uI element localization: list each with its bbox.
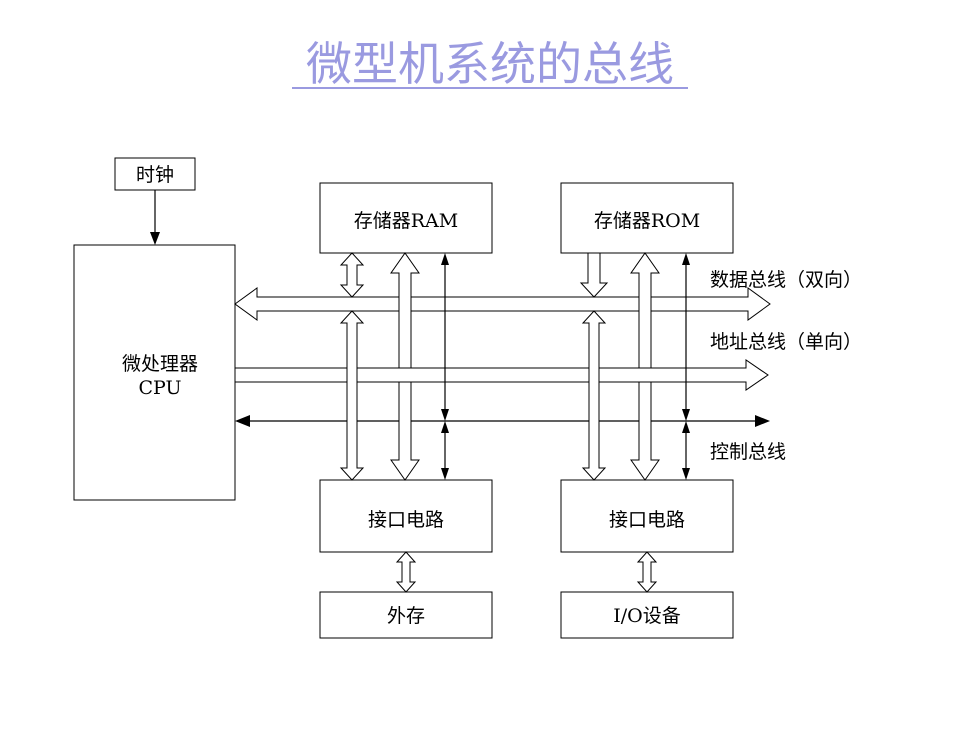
interface-right-control-bottom-arrowhead [682,468,690,480]
cpu-label-line2: CPU [138,377,181,399]
title-group: 微型机系统的总线 [292,37,688,91]
ram-data-connector [339,252,365,298]
clock-to-cpu-arrowhead [150,232,160,245]
interface-left-control-bottom-arrowhead [441,468,449,480]
ram-box [319,182,493,254]
interface-to-external-storage-connector [395,551,417,593]
rom-label: 存储器ROM [594,210,700,232]
rom-data-connector [579,252,609,298]
interface-to-io-device-connector [636,551,658,593]
address-bus-label: 地址总线（单向） [710,331,862,353]
interface-right-data-connector [581,310,607,481]
rom-control-top-arrowhead [682,253,690,265]
interface-left-control-top-arrowhead [441,421,449,433]
ram-control-top-arrowhead [441,253,449,265]
control-bus-right-arrowhead [755,415,770,427]
interface-right-box [560,479,734,553]
cpu-box [73,244,236,501]
data-bus-label: 数据总线（双向） [710,269,862,291]
address-bus-arrow [234,359,769,391]
rom-box [560,182,734,254]
io-device-box [560,591,734,639]
external-storage-label: 外存 [387,605,425,627]
control-bus-left-arrowhead [235,415,250,427]
interface-left-label: 接口电路 [368,509,444,531]
data-bus-arrow [234,287,771,321]
rom-address-connector [630,252,660,369]
interface-left-data-connector [339,310,365,481]
interface-right-label: 接口电路 [609,509,685,531]
ram-label: 存储器RAM [354,210,458,232]
interface-right-control-top-arrowhead [682,421,690,433]
interface-right-address-connector [630,381,660,481]
io-device-label: I/O设备 [613,605,680,627]
ram-control-bottom-arrowhead [441,409,449,421]
control-bus-label: 控制总线 [710,441,786,463]
interface-left-address-connector [390,381,420,481]
page-title: 微型机系统的总线 [306,37,674,91]
ram-address-connector [390,252,420,369]
rom-control-bottom-arrowhead [682,409,690,421]
external-storage-box [319,591,493,639]
interface-left-box [319,479,493,553]
cpu-label-line1: 微处理器 [122,353,198,375]
clock-label: 时钟 [136,164,174,186]
